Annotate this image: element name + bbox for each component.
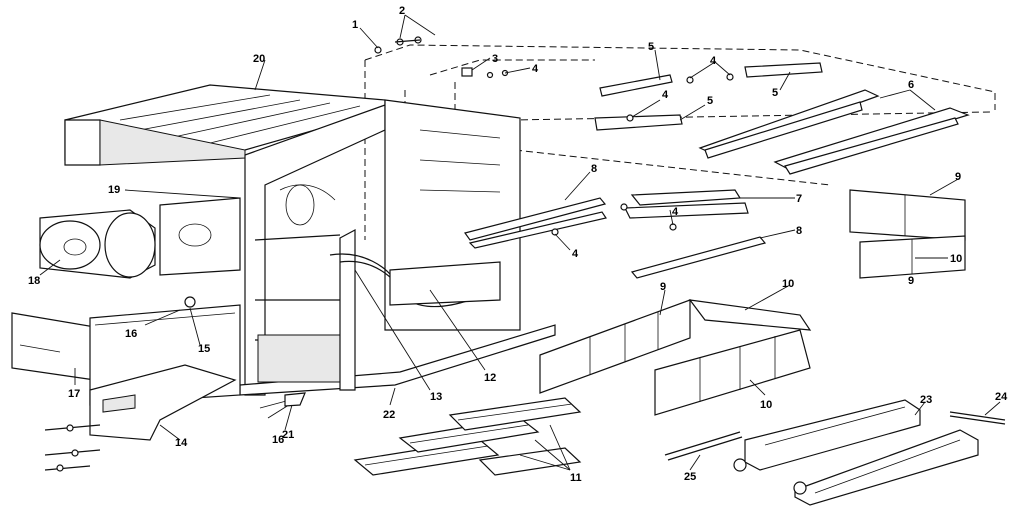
burner-tray-part-14 [89,364,237,441]
callout-11: 11 [570,472,582,484]
grates-part-11 [353,397,582,476]
callout-23: 23 [920,394,932,406]
callout-2: 2 [399,5,405,17]
callout-5: 5 [707,95,713,107]
callout-14: 14 [175,437,188,449]
callout-18: 18 [28,275,40,287]
callout-8: 8 [591,163,597,175]
callout-24: 24 [995,391,1008,403]
callout-16: 16 [125,328,137,340]
brackets-part-7-8 [464,189,767,279]
callout-10: 10 [782,278,794,290]
callout-7: 7 [796,193,802,205]
callout-15: 15 [198,343,210,355]
fasteners-bottom-left [44,424,101,472]
clip-part-3 [461,67,509,79]
callout-25: 25 [684,471,696,483]
burner-tubes-part-23 [733,399,979,506]
callout-9: 9 [660,281,666,293]
refractory-bricks-part-9-10-center [539,299,812,416]
callout-4: 4 [710,55,717,67]
callout-3: 3 [492,53,498,65]
callout-12: 12 [484,372,496,384]
callout-9: 9 [908,275,914,287]
callout-21: 21 [282,429,294,441]
callout-10: 10 [950,253,962,265]
small-fittings-15-16 [144,296,306,419]
side-door-part-17 [11,312,96,381]
callout-22: 22 [383,409,395,421]
pipe-part-25 [664,431,743,461]
callout-9: 9 [955,171,961,183]
rod-part-24 [949,411,1006,425]
callout-1: 1 [352,19,358,31]
refractory-bricks-part-9-10-right [849,189,966,279]
callout-5: 5 [772,87,778,99]
back-panel-part-19 [159,197,241,276]
rails-part-5 [594,62,823,131]
top-cover-part-20 [64,84,386,166]
callout-17: 17 [68,388,80,400]
leader-lines [39,14,1001,471]
callout-16: 16 [272,434,284,446]
blower-housing-part-18 [39,209,156,279]
callout-5: 5 [648,41,654,53]
callout-4: 4 [532,63,539,75]
channels-part-6 [698,89,970,175]
callout-4: 4 [572,248,579,260]
callout-10: 10 [760,399,772,411]
cabinet-frame [239,99,556,396]
callout-19: 19 [108,184,120,196]
fasteners-1-2 [374,36,422,54]
callout-4: 4 [672,206,679,218]
callout-4: 4 [662,89,669,101]
callout-labels: 1 2 3 4 4 4 4 4 5 5 5 6 7 8 8 9 9 9 10 1… [28,5,1008,484]
callout-13: 13 [430,391,442,403]
callout-6: 6 [908,79,914,91]
callout-20: 20 [253,53,265,65]
callout-8: 8 [796,225,802,237]
